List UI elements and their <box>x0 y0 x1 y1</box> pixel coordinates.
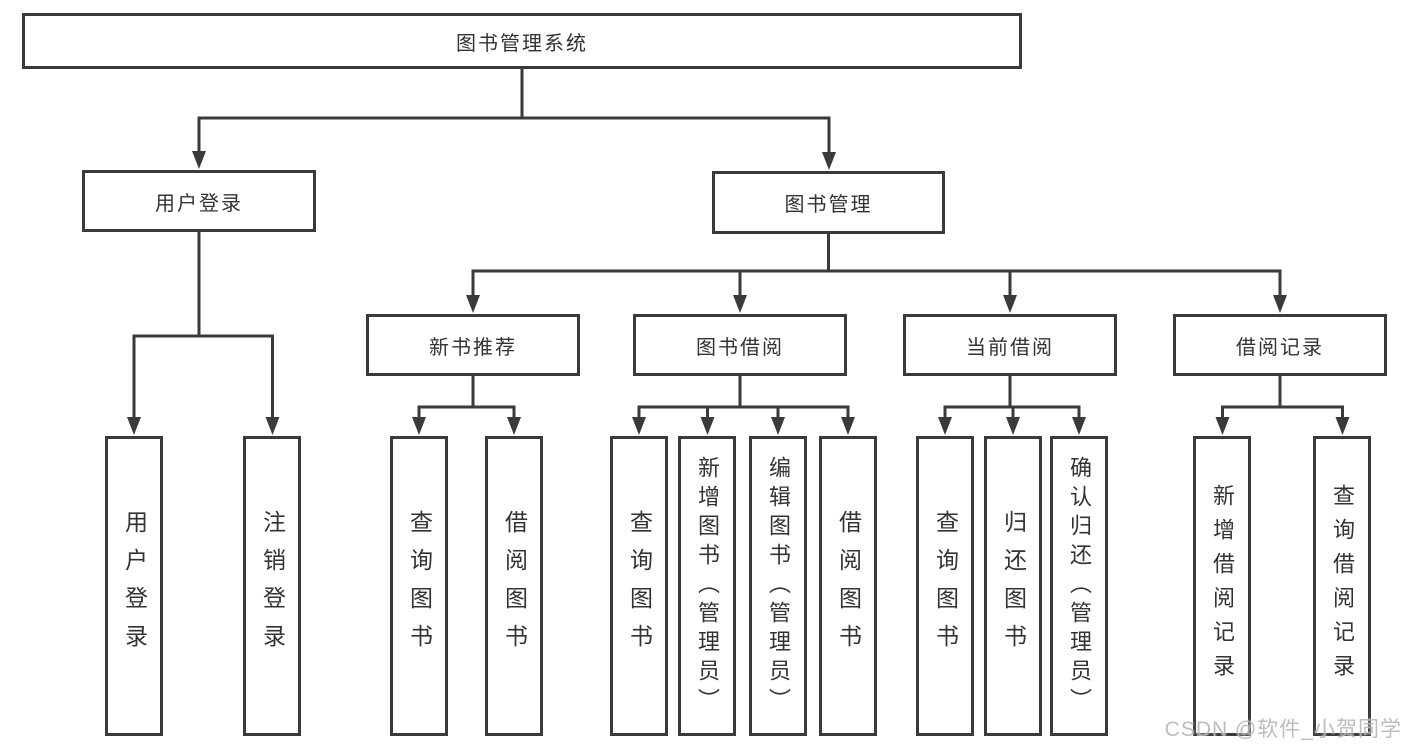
node-book-management-label: 图书管理 <box>784 194 873 216</box>
leaf-add-books-admin: 新增图书（管理员） <box>678 436 736 736</box>
leaf-confirm-return-admin: 确认归还（管理员） <box>1050 436 1108 736</box>
leaf-query-books-recommend: 查询图书 <box>390 436 448 736</box>
node-book-borrow-label: 图书借阅 <box>696 336 784 359</box>
leaf-borrow-books: 借阅图书 <box>819 436 877 736</box>
leaf-return-books: 归还图书 <box>984 436 1042 736</box>
node-root: 图书管理系统 <box>22 13 1022 69</box>
arrowhead <box>1335 417 1350 435</box>
arrowhead <box>1215 417 1230 435</box>
connector-borrow-records-children <box>1215 374 1350 435</box>
leaf-borrow-books-recommend-label: 借阅图书 <box>501 510 528 662</box>
leaf-edit-books-admin-label: 编辑图书（管理员） <box>766 455 791 717</box>
leaf-borrow-books-label: 借阅图书 <box>835 510 862 662</box>
arrowhead <box>632 417 646 435</box>
arrowhead <box>1003 295 1017 313</box>
arrowhead <box>841 417 855 435</box>
connector-current-borrow-children <box>938 374 1086 435</box>
leaf-add-books-admin-label: 新增图书（管理员） <box>695 455 720 717</box>
leaf-user-login: 用户登录 <box>105 436 163 736</box>
leaf-borrow-books-recommend: 借阅图书 <box>485 436 543 736</box>
arrowhead <box>822 152 836 170</box>
node-root-label: 图书管理系统 <box>456 32 588 55</box>
node-book-management: 图书管理 <box>712 171 945 234</box>
arrowhead <box>466 295 480 313</box>
node-book-borrow: 图书借阅 <box>633 314 847 376</box>
leaf-add-borrow-record: 新增借阅记录 <box>1193 436 1251 736</box>
arrowhead <box>192 151 206 169</box>
leaf-query-borrow-record-label: 查询借阅记录 <box>1330 484 1355 688</box>
watermark: CSDN @软件_小贺同学 <box>1164 718 1402 741</box>
leaf-logout-label: 注销登录 <box>259 510 286 662</box>
arrowhead <box>771 417 785 435</box>
leaf-query-books-current: 查询图书 <box>916 436 974 736</box>
node-new-book-recommend: 新书推荐 <box>366 314 580 376</box>
arrowhead <box>938 417 952 435</box>
arrowhead <box>265 417 280 435</box>
arrowhead <box>507 417 521 435</box>
leaf-edit-books-admin: 编辑图书（管理员） <box>749 436 807 736</box>
arrowhead <box>700 417 715 435</box>
connector-book-borrow-children <box>632 374 855 435</box>
leaf-query-books-recommend-label: 查询图书 <box>406 510 433 662</box>
arrowhead <box>412 417 426 435</box>
node-current-borrow: 当前借阅 <box>903 314 1117 376</box>
leaf-logout: 注销登录 <box>243 436 301 736</box>
node-user-login-label: 用户登录 <box>155 192 243 215</box>
connector-root-to-level2 <box>192 67 836 170</box>
leaf-query-books-borrow-label: 查询图书 <box>626 510 653 662</box>
node-borrow-records-label: 借阅记录 <box>1236 336 1324 359</box>
leaf-query-books-current-label: 查询图书 <box>932 510 959 662</box>
arrowhead <box>733 295 747 313</box>
arrowhead <box>1006 417 1020 435</box>
connector-user-login-children <box>127 230 280 435</box>
leaf-add-borrow-record-label: 新增借阅记录 <box>1210 484 1235 688</box>
node-user-login: 用户登录 <box>82 170 316 232</box>
leaf-user-login-label: 用户登录 <box>121 510 148 662</box>
leaf-confirm-return-admin-label: 确认归还（管理员） <box>1067 455 1092 717</box>
node-borrow-records: 借阅记录 <box>1173 314 1387 376</box>
arrowhead <box>1072 417 1086 435</box>
leaf-query-borrow-record: 查询借阅记录 <box>1313 436 1371 736</box>
arrowhead <box>127 417 141 435</box>
node-new-book-recommend-label: 新书推荐 <box>429 336 517 359</box>
connector-new-book-children <box>412 374 521 435</box>
leaf-query-books-borrow: 查询图书 <box>610 436 668 736</box>
connector-book-management-children <box>466 232 1287 313</box>
arrowhead <box>1273 295 1287 313</box>
node-current-borrow-label: 当前借阅 <box>966 336 1054 359</box>
leaf-return-books-label: 归还图书 <box>1000 510 1027 662</box>
